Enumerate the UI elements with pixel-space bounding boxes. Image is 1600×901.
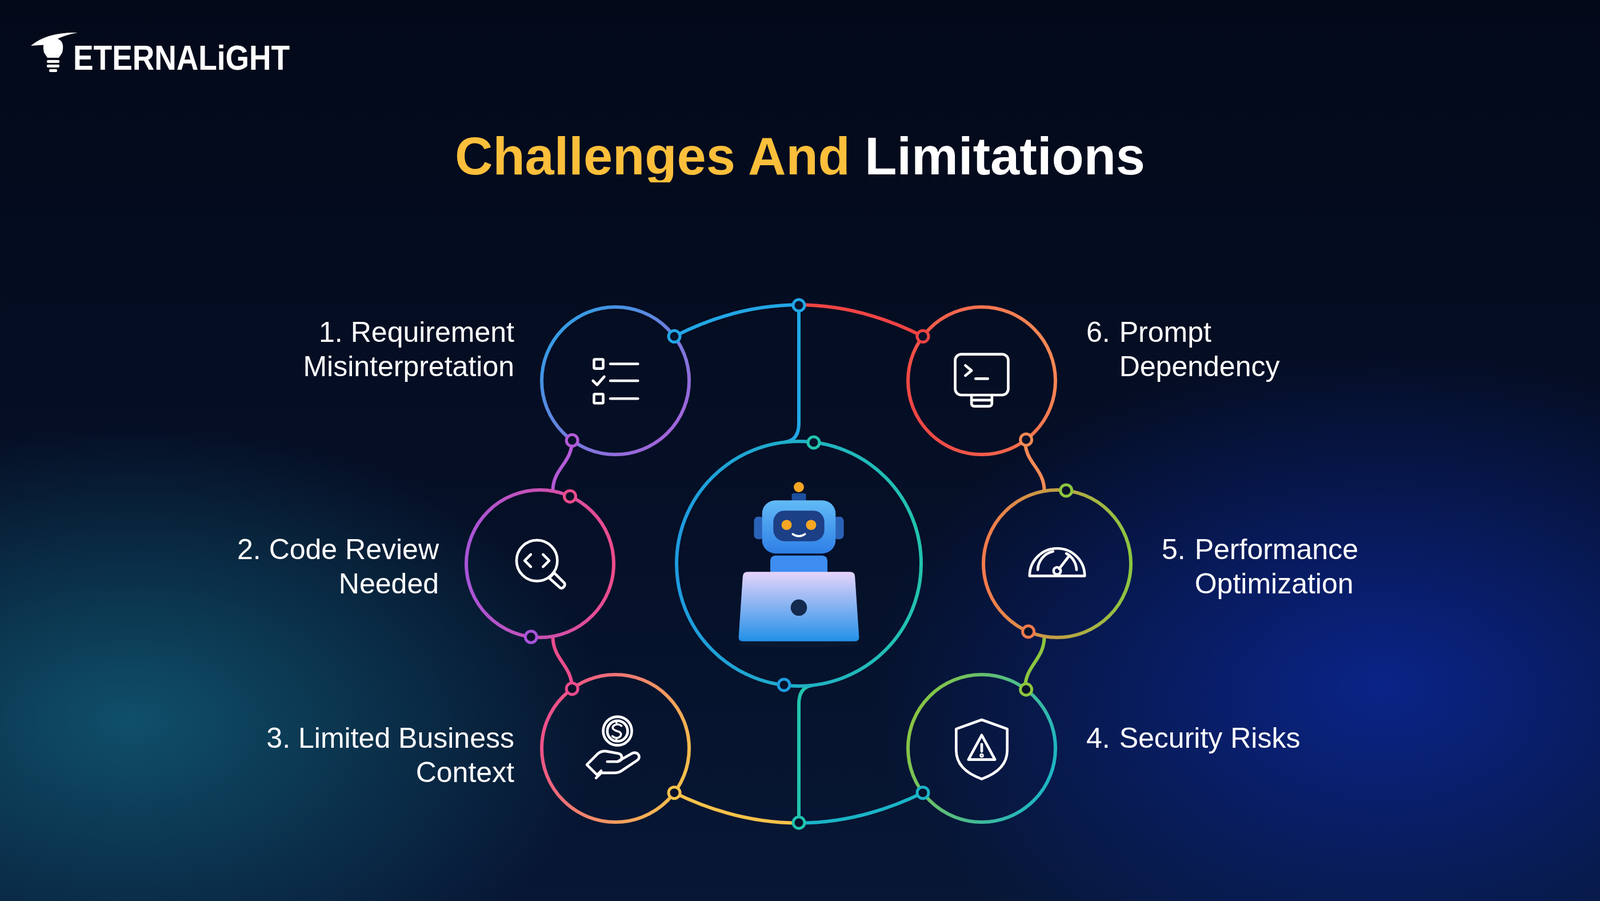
circle-outline — [462, 486, 618, 641]
joint-dot — [917, 330, 929, 342]
challenge-circle: 2.Code Review Needed — [462, 486, 618, 641]
joint-dot — [668, 786, 680, 799]
connector-line — [1025, 440, 1045, 491]
item-number: 5. — [1161, 532, 1186, 567]
challenge-circle: 6.Prompt Dependency — [904, 303, 1059, 458]
shield-icon — [956, 719, 1007, 779]
item-number: 6. — [1086, 314, 1111, 350]
money-hand-icon — [586, 716, 640, 778]
circle-ring — [908, 306, 1056, 455]
circle-outline — [538, 303, 693, 458]
item-number: 1. — [318, 316, 343, 348]
joint-dot — [566, 434, 578, 446]
joint-dot — [1060, 484, 1072, 496]
circle-ring — [983, 489, 1131, 638]
item-label-group: 1.Requirement Misinterpretation — [285, 314, 515, 384]
circle-ring — [908, 674, 1056, 822]
item-label-group: 6.Prompt Dependency — [1086, 314, 1308, 384]
code-search-icon — [516, 540, 566, 588]
challenge-circle: 5.Performance Optimization — [980, 486, 1135, 641]
brand-name: ETERNALiGHT — [73, 40, 290, 76]
hub-circle — [676, 441, 922, 686]
joint-dot — [1020, 433, 1032, 446]
terminal-icon — [955, 354, 1009, 407]
challenge-circle: 1.Requirement Misinterpretation — [538, 303, 693, 458]
item-title: Code Review Needed — [269, 533, 439, 600]
hub-link — [798, 685, 812, 823]
joint-dot — [564, 490, 576, 502]
item-title: Performance Optimization — [1194, 532, 1384, 601]
circle-outline — [904, 670, 1059, 826]
item-label-group: 4.Security Risks — [1086, 720, 1377, 755]
circle-ring — [466, 489, 614, 638]
circle-outline — [980, 486, 1135, 641]
circle-ring — [541, 306, 690, 455]
challenge-circle: 3.Limited Business Context — [538, 670, 693, 826]
joint-dot — [778, 678, 790, 691]
diagram-title: Challenges And Limitations — [454, 129, 1146, 183]
hub-link — [785, 305, 799, 442]
connector-line — [552, 440, 572, 491]
item-label-group: 5.Performance Optimization — [1161, 532, 1384, 601]
joint-dot — [525, 630, 537, 643]
joint-dot — [1022, 625, 1035, 638]
circle-outline — [904, 303, 1059, 458]
item-title: Security Risks — [1119, 720, 1377, 755]
checklist-icon — [593, 358, 639, 403]
connector-line — [674, 792, 923, 823]
connector-line — [1025, 636, 1045, 689]
item-label-group: 3.Limited Business Context — [245, 720, 515, 790]
challenge-circle: 4.Security Risks — [904, 670, 1059, 826]
joint-dot — [917, 786, 929, 799]
robot-illustration — [737, 481, 860, 647]
item-title: Prompt Dependency — [1119, 314, 1308, 384]
joint-dot — [1020, 683, 1032, 695]
circle-ring — [541, 674, 690, 822]
item-label-group: 2.Code Review Needed — [210, 532, 439, 601]
joint-dot — [668, 330, 680, 342]
joint-dot — [808, 436, 820, 448]
connector-line — [674, 304, 923, 336]
connector-line — [552, 636, 572, 689]
circle-outline — [538, 670, 693, 826]
item-number: 2. — [237, 533, 262, 566]
item-title: Limited Business Context — [298, 721, 515, 788]
item-number: 3. — [266, 721, 291, 754]
joint-dot — [566, 682, 578, 695]
gauge-icon — [1029, 548, 1085, 576]
item-number: 4. — [1086, 720, 1111, 755]
logo-mark — [30, 32, 78, 72]
